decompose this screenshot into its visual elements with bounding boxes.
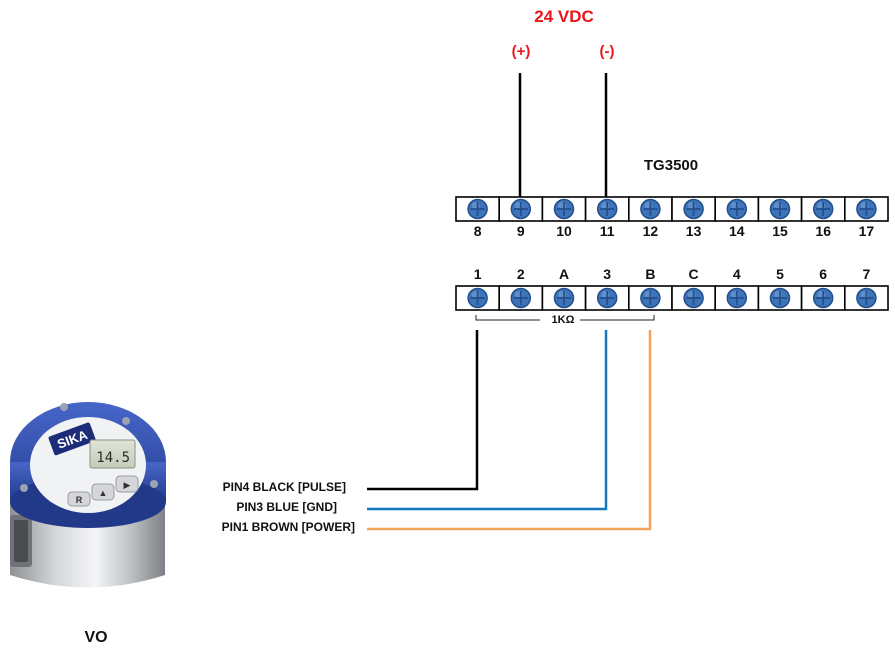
- sensor-illustration: SIKA 14.5 R ▲ ▶: [10, 402, 166, 588]
- top-terminal-label-11: 11: [600, 223, 615, 239]
- resistor-label-bg: [540, 312, 580, 326]
- svg-text:R: R: [76, 495, 83, 505]
- top-terminal-strip: [455, 196, 889, 222]
- pin3-label: PIN3 BLUE [GND]: [236, 500, 337, 514]
- top-terminal-label-15: 15: [772, 223, 788, 239]
- bottom-terminal-label-A: A: [559, 266, 569, 282]
- sensor-key-up: [91, 483, 115, 501]
- bottom-terminal-label-2: 2: [517, 266, 525, 282]
- supply-voltage-label: 24 VDC: [534, 7, 594, 26]
- svg-text:▲: ▲: [99, 488, 108, 498]
- sensor-name: VO: [84, 629, 107, 646]
- bottom-terminal-label-3: 3: [603, 266, 611, 282]
- sensor-key-right: [115, 475, 139, 493]
- bottom-terminal-label-4: 4: [733, 266, 741, 282]
- supply-minus-label: (-): [600, 43, 615, 60]
- top-terminal-label-17: 17: [859, 223, 875, 239]
- bottom-terminal-label-1: 1: [474, 266, 482, 282]
- top-terminal-label-10: 10: [556, 223, 572, 239]
- resistor-label: 1KΩ: [552, 314, 575, 326]
- top-terminal-labels: 8 9 10 11 12 13 14 15 16 17: [474, 223, 875, 239]
- sensor-display-value: 14.5: [96, 450, 130, 466]
- top-terminal-label-13: 13: [686, 223, 702, 239]
- sensor-lcd: [89, 439, 136, 469]
- svg-text:▶: ▶: [124, 480, 131, 490]
- bottom-terminal-label-6: 6: [819, 266, 827, 282]
- bottom-terminal-labels: 1 2 A 3 B C 4 5 6 7: [474, 266, 871, 282]
- pin4-label: PIN4 BLACK [PULSE]: [223, 480, 346, 494]
- supply-plus-label: (+): [512, 43, 531, 60]
- wire-pin3-blue: [367, 330, 608, 511]
- wire-pin4-black: [367, 330, 479, 491]
- device-title: TG3500: [644, 157, 698, 174]
- top-terminal-label-12: 12: [643, 223, 659, 239]
- top-terminal-label-9: 9: [517, 223, 525, 239]
- bottom-terminal-label-5: 5: [776, 266, 784, 282]
- bottom-terminal-label-B: B: [645, 266, 655, 282]
- bottom-terminal-label-C: C: [689, 266, 699, 282]
- top-terminal-label-16: 16: [815, 223, 831, 239]
- top-terminal-label-14: 14: [729, 223, 745, 239]
- wire-pin1-brown: [367, 330, 652, 531]
- pin1-label: PIN1 BROWN [POWER]: [222, 520, 355, 534]
- sensor-key-r: [67, 491, 91, 507]
- bottom-terminal-label-7: 7: [863, 266, 871, 282]
- bottom-terminal-strip: [455, 285, 889, 311]
- top-terminal-label-8: 8: [474, 223, 482, 239]
